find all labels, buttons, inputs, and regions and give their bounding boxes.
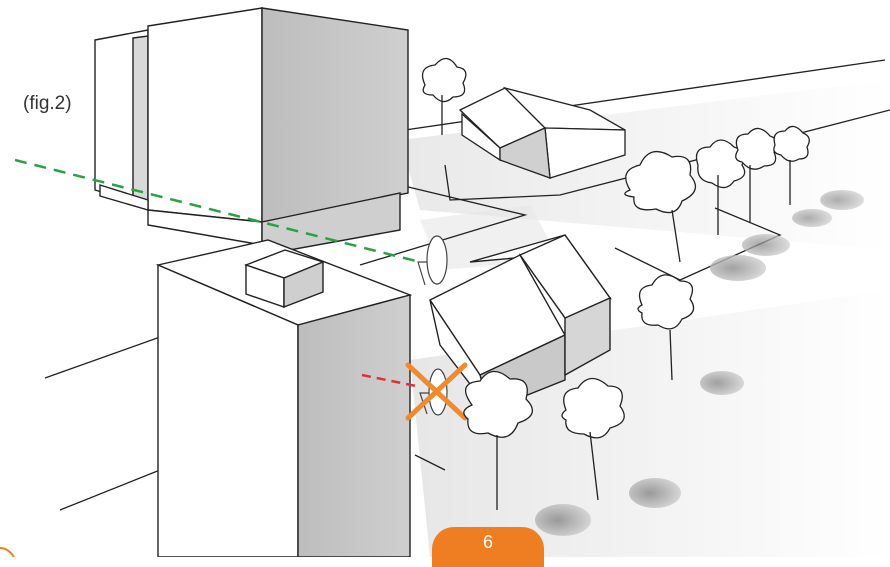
tree-icon	[423, 58, 466, 135]
figure-label: (fig.2)	[23, 93, 72, 115]
back-building	[95, 8, 408, 255]
satellite-dish-ok-icon	[418, 236, 447, 285]
page-number-tab: 6	[432, 527, 544, 567]
page-number: 6	[483, 532, 493, 552]
corner-mark-icon	[0, 548, 14, 557]
front-building	[158, 240, 410, 557]
